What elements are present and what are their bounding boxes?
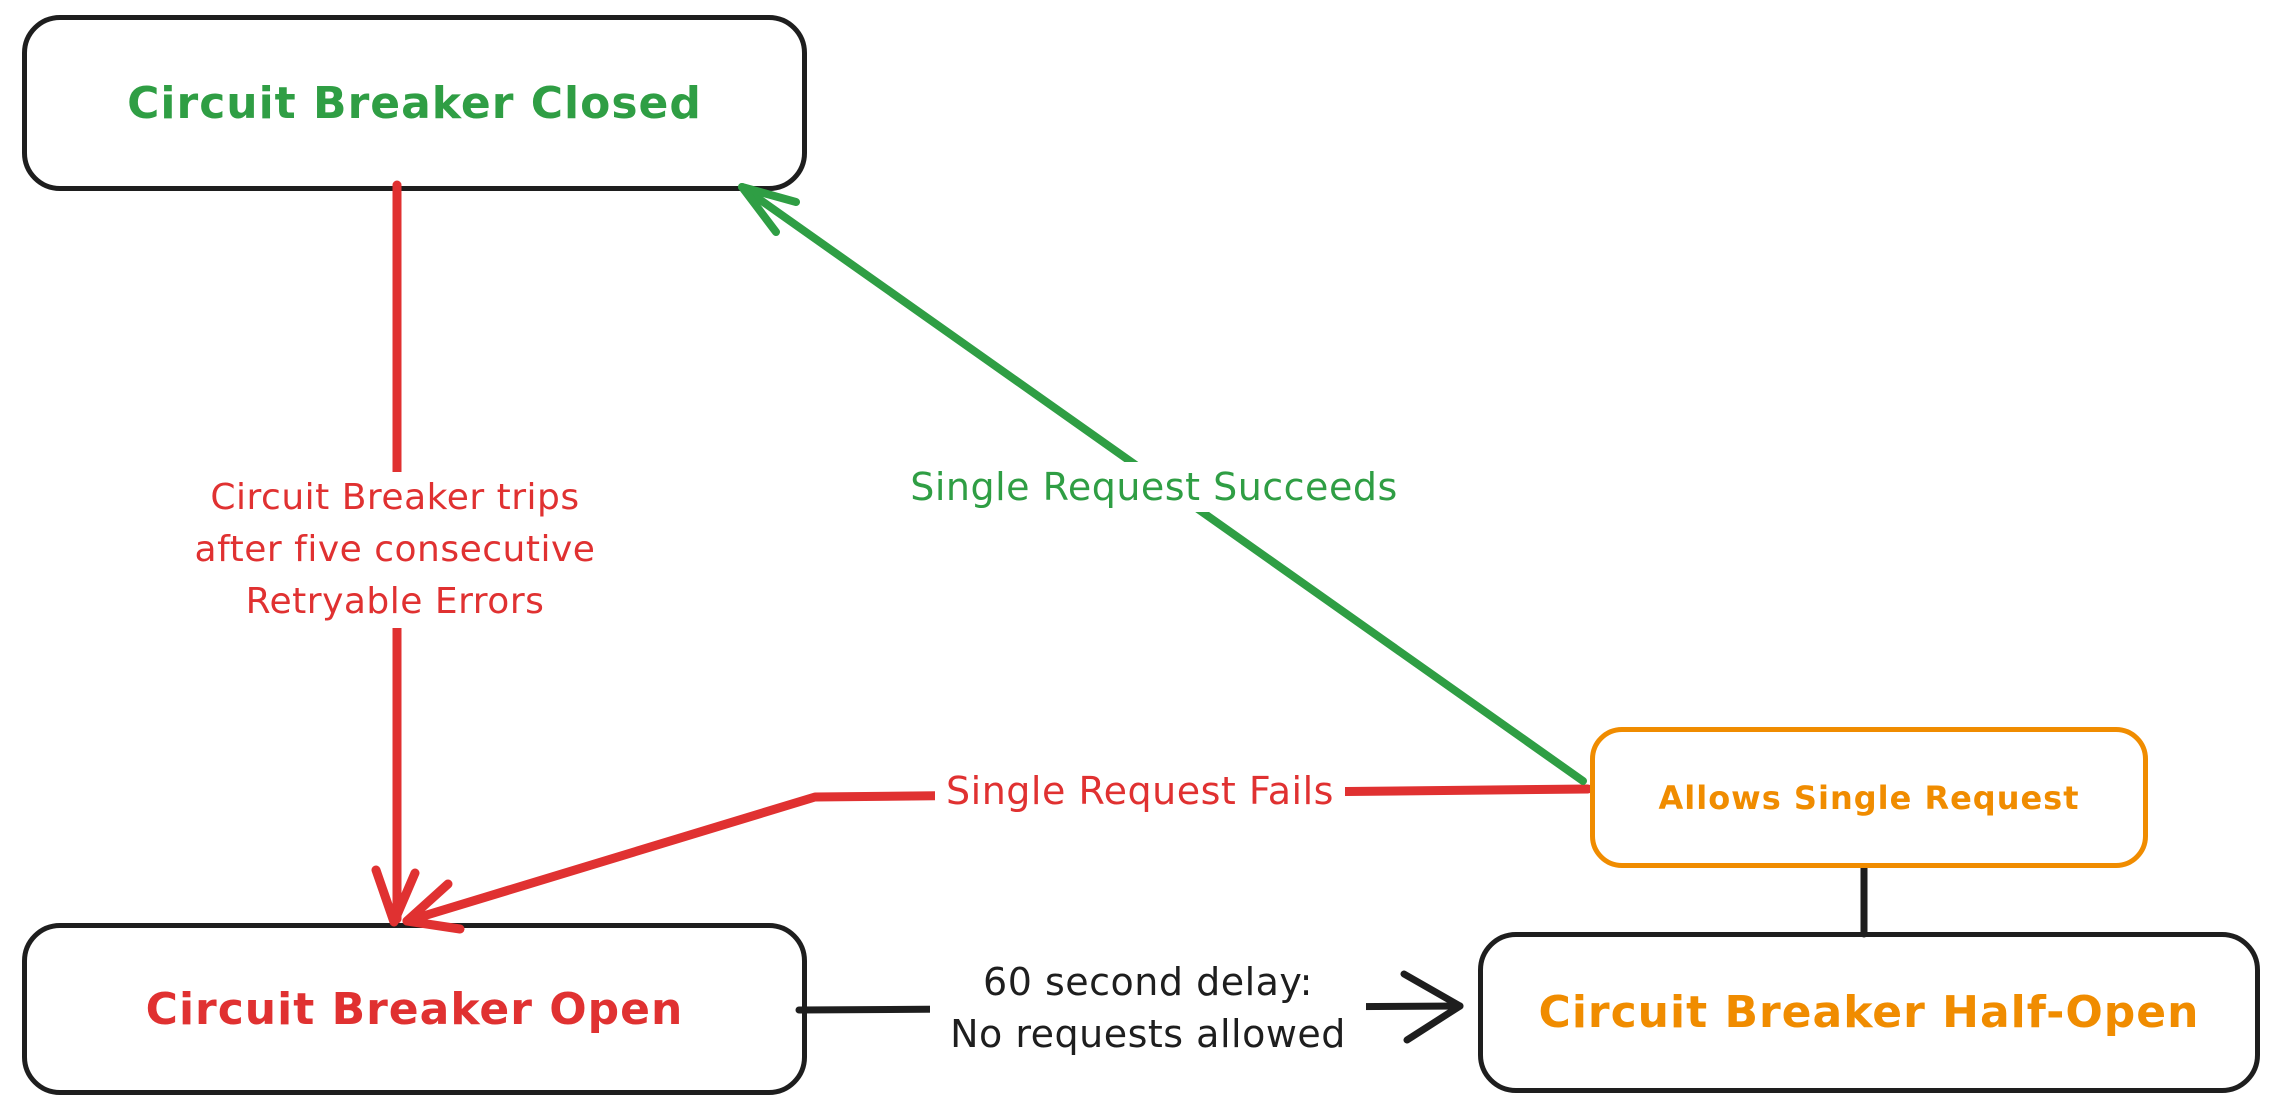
node-label: Circuit Breaker Half-Open bbox=[1538, 987, 2200, 1038]
node-circuit-breaker-closed: Circuit Breaker Closed bbox=[22, 15, 807, 191]
node-label: Circuit Breaker Closed bbox=[127, 77, 702, 129]
node-allows-single-request: Allows Single Request bbox=[1590, 727, 2148, 868]
node-label: Allows Single Request bbox=[1658, 778, 2080, 817]
edge-label-succeed: Single Request Succeeds bbox=[904, 462, 1404, 512]
node-label: Circuit Breaker Open bbox=[145, 983, 684, 1035]
edge-label-trip: Circuit Breaker trips after five consecu… bbox=[165, 472, 625, 628]
node-circuit-breaker-open: Circuit Breaker Open bbox=[22, 923, 807, 1095]
edge-label-delay: 60 second delay: No requests allowed bbox=[930, 956, 1366, 1060]
edge-label-fail: Single Request Fails bbox=[935, 766, 1345, 816]
node-circuit-breaker-half-open: Circuit Breaker Half-Open bbox=[1478, 932, 2260, 1093]
